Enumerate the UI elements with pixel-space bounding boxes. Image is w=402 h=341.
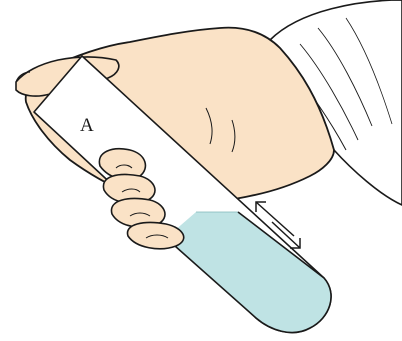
tube-label: A bbox=[80, 115, 94, 136]
